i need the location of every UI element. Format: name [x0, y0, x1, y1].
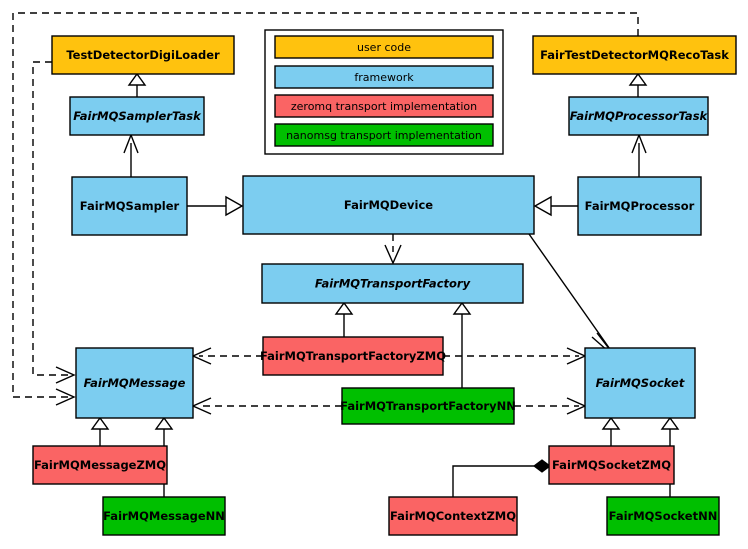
- legend-label-user-code: user code: [357, 41, 411, 54]
- class-node-fairmq-message-nn[interactable]: FairMQMessageNN: [102, 496, 226, 536]
- class-name-label: FairTestDetectorMQRecoTask: [540, 48, 729, 62]
- class-name-label: FairMQTransportFactoryZMQ: [260, 349, 446, 363]
- edge-processor-to-device: [533, 195, 578, 217]
- class-box[interactable]: [242, 175, 535, 235]
- class-node-group: TestDetectorDigiLoader FairTestDetectorMQ…: [32, 35, 737, 536]
- class-box[interactable]: [262, 336, 444, 376]
- class-box[interactable]: [388, 496, 518, 536]
- legend-item-nanomsg: nanomsg transport implementation: [274, 123, 494, 147]
- edge-socketzmq-to-socket: [601, 416, 621, 446]
- edge-device-to-transportfactory: [384, 234, 402, 265]
- edge-samplertask-to-digiloader: [127, 72, 147, 97]
- class-name-label: FairMQSocketNN: [609, 509, 718, 523]
- class-box[interactable]: [51, 35, 235, 75]
- legend-swatch-user-code: [274, 35, 494, 59]
- class-name-label: FairMQTransportFactoryNN: [340, 399, 516, 413]
- class-node-fairmq-processor[interactable]: FairMQProcessor: [577, 176, 702, 236]
- legend-swatch-framework: [274, 65, 494, 89]
- class-name-label: FairMQMessageNN: [103, 509, 225, 523]
- legend-item-user-code: user code: [274, 35, 494, 59]
- legend-label-framework: framework: [354, 71, 414, 84]
- class-name-label: FairMQDevice: [344, 198, 433, 212]
- legend-item-framework: framework: [274, 65, 494, 89]
- class-name-label: FairMQMessage: [84, 376, 186, 390]
- class-node-fairmq-sampler[interactable]: FairMQSampler: [71, 176, 188, 236]
- legend-item-zeromq: zeromq transport implementation: [274, 94, 494, 118]
- class-name-label: FairMQProcessor: [585, 199, 695, 213]
- class-node-fairmq-socket[interactable]: FairMQSocket: [584, 347, 696, 419]
- class-box[interactable]: [102, 496, 226, 536]
- class-name-label: FairMQSamplerTask: [73, 109, 202, 123]
- legend-label-zeromq: zeromq transport implementation: [291, 100, 477, 113]
- class-node-test-detector-digi-loader[interactable]: TestDetectorDigiLoader: [51, 35, 235, 75]
- class-box[interactable]: [261, 263, 524, 304]
- class-name-label: FairMQProcessorTask: [570, 109, 709, 123]
- class-node-fairmq-sampler-task[interactable]: FairMQSamplerTask: [69, 96, 205, 136]
- edge-digiloader-to-message: [32, 61, 76, 384]
- class-node-fairmq-transport-factory-zmq[interactable]: FairMQTransportFactoryZMQ: [260, 336, 446, 376]
- edge-processortask-to-recotask: [628, 72, 648, 97]
- class-box[interactable]: [32, 445, 168, 485]
- class-node-fairmq-context-zmq[interactable]: FairMQContextZMQ: [388, 496, 518, 536]
- legend-swatch-zeromq: [274, 94, 494, 118]
- class-box[interactable]: [532, 35, 737, 75]
- class-node-fairmq-processor-task[interactable]: FairMQProcessorTask: [568, 96, 709, 136]
- legend-label-nanomsg: nanomsg transport implementation: [286, 129, 482, 142]
- edge-sampler-to-device: [187, 195, 244, 217]
- class-node-fairmq-device[interactable]: FairMQDevice: [242, 175, 535, 235]
- class-name-label: TestDetectorDigiLoader: [66, 48, 220, 62]
- class-node-fairmq-message-zmq[interactable]: FairMQMessageZMQ: [32, 445, 168, 485]
- class-name-label: FairMQSocketZMQ: [552, 458, 671, 472]
- edge-recotask-to-message: [12, 12, 639, 406]
- edge-messagezmq-to-message: [90, 416, 110, 446]
- class-box[interactable]: [69, 96, 205, 136]
- class-name-label: FairMQMessageZMQ: [34, 458, 166, 472]
- class-box[interactable]: [71, 176, 188, 236]
- class-node-fairmq-socket-nn[interactable]: FairMQSocketNN: [606, 496, 720, 536]
- class-box[interactable]: [568, 96, 709, 136]
- class-box[interactable]: [548, 445, 675, 485]
- class-box[interactable]: [584, 347, 696, 419]
- edge-tfzmq-to-transportfactory: [334, 301, 354, 337]
- class-name-label: FairMQSampler: [80, 199, 180, 213]
- legend-swatch-nanomsg: [274, 123, 494, 147]
- edge-tfnn-to-transportfactory: [452, 301, 472, 388]
- class-box[interactable]: [75, 347, 194, 419]
- class-node-fairmq-transport-factory[interactable]: FairMQTransportFactory: [261, 263, 524, 304]
- class-node-fairmq-message[interactable]: FairMQMessage: [75, 347, 194, 419]
- class-node-fair-test-detector-mq-reco-task[interactable]: FairTestDetectorMQRecoTask: [532, 35, 737, 75]
- class-box[interactable]: [577, 176, 702, 236]
- class-box[interactable]: [606, 496, 720, 536]
- class-name-label: FairMQTransportFactory: [315, 277, 471, 291]
- class-node-fairmq-socket-zmq[interactable]: FairMQSocketZMQ: [548, 445, 675, 485]
- class-node-fairmq-transport-factory-nn[interactable]: FairMQTransportFactoryNN: [340, 387, 516, 425]
- class-name-label: FairMQContextZMQ: [390, 509, 516, 523]
- class-box[interactable]: [341, 387, 515, 425]
- class-name-label: FairMQSocket: [596, 376, 685, 390]
